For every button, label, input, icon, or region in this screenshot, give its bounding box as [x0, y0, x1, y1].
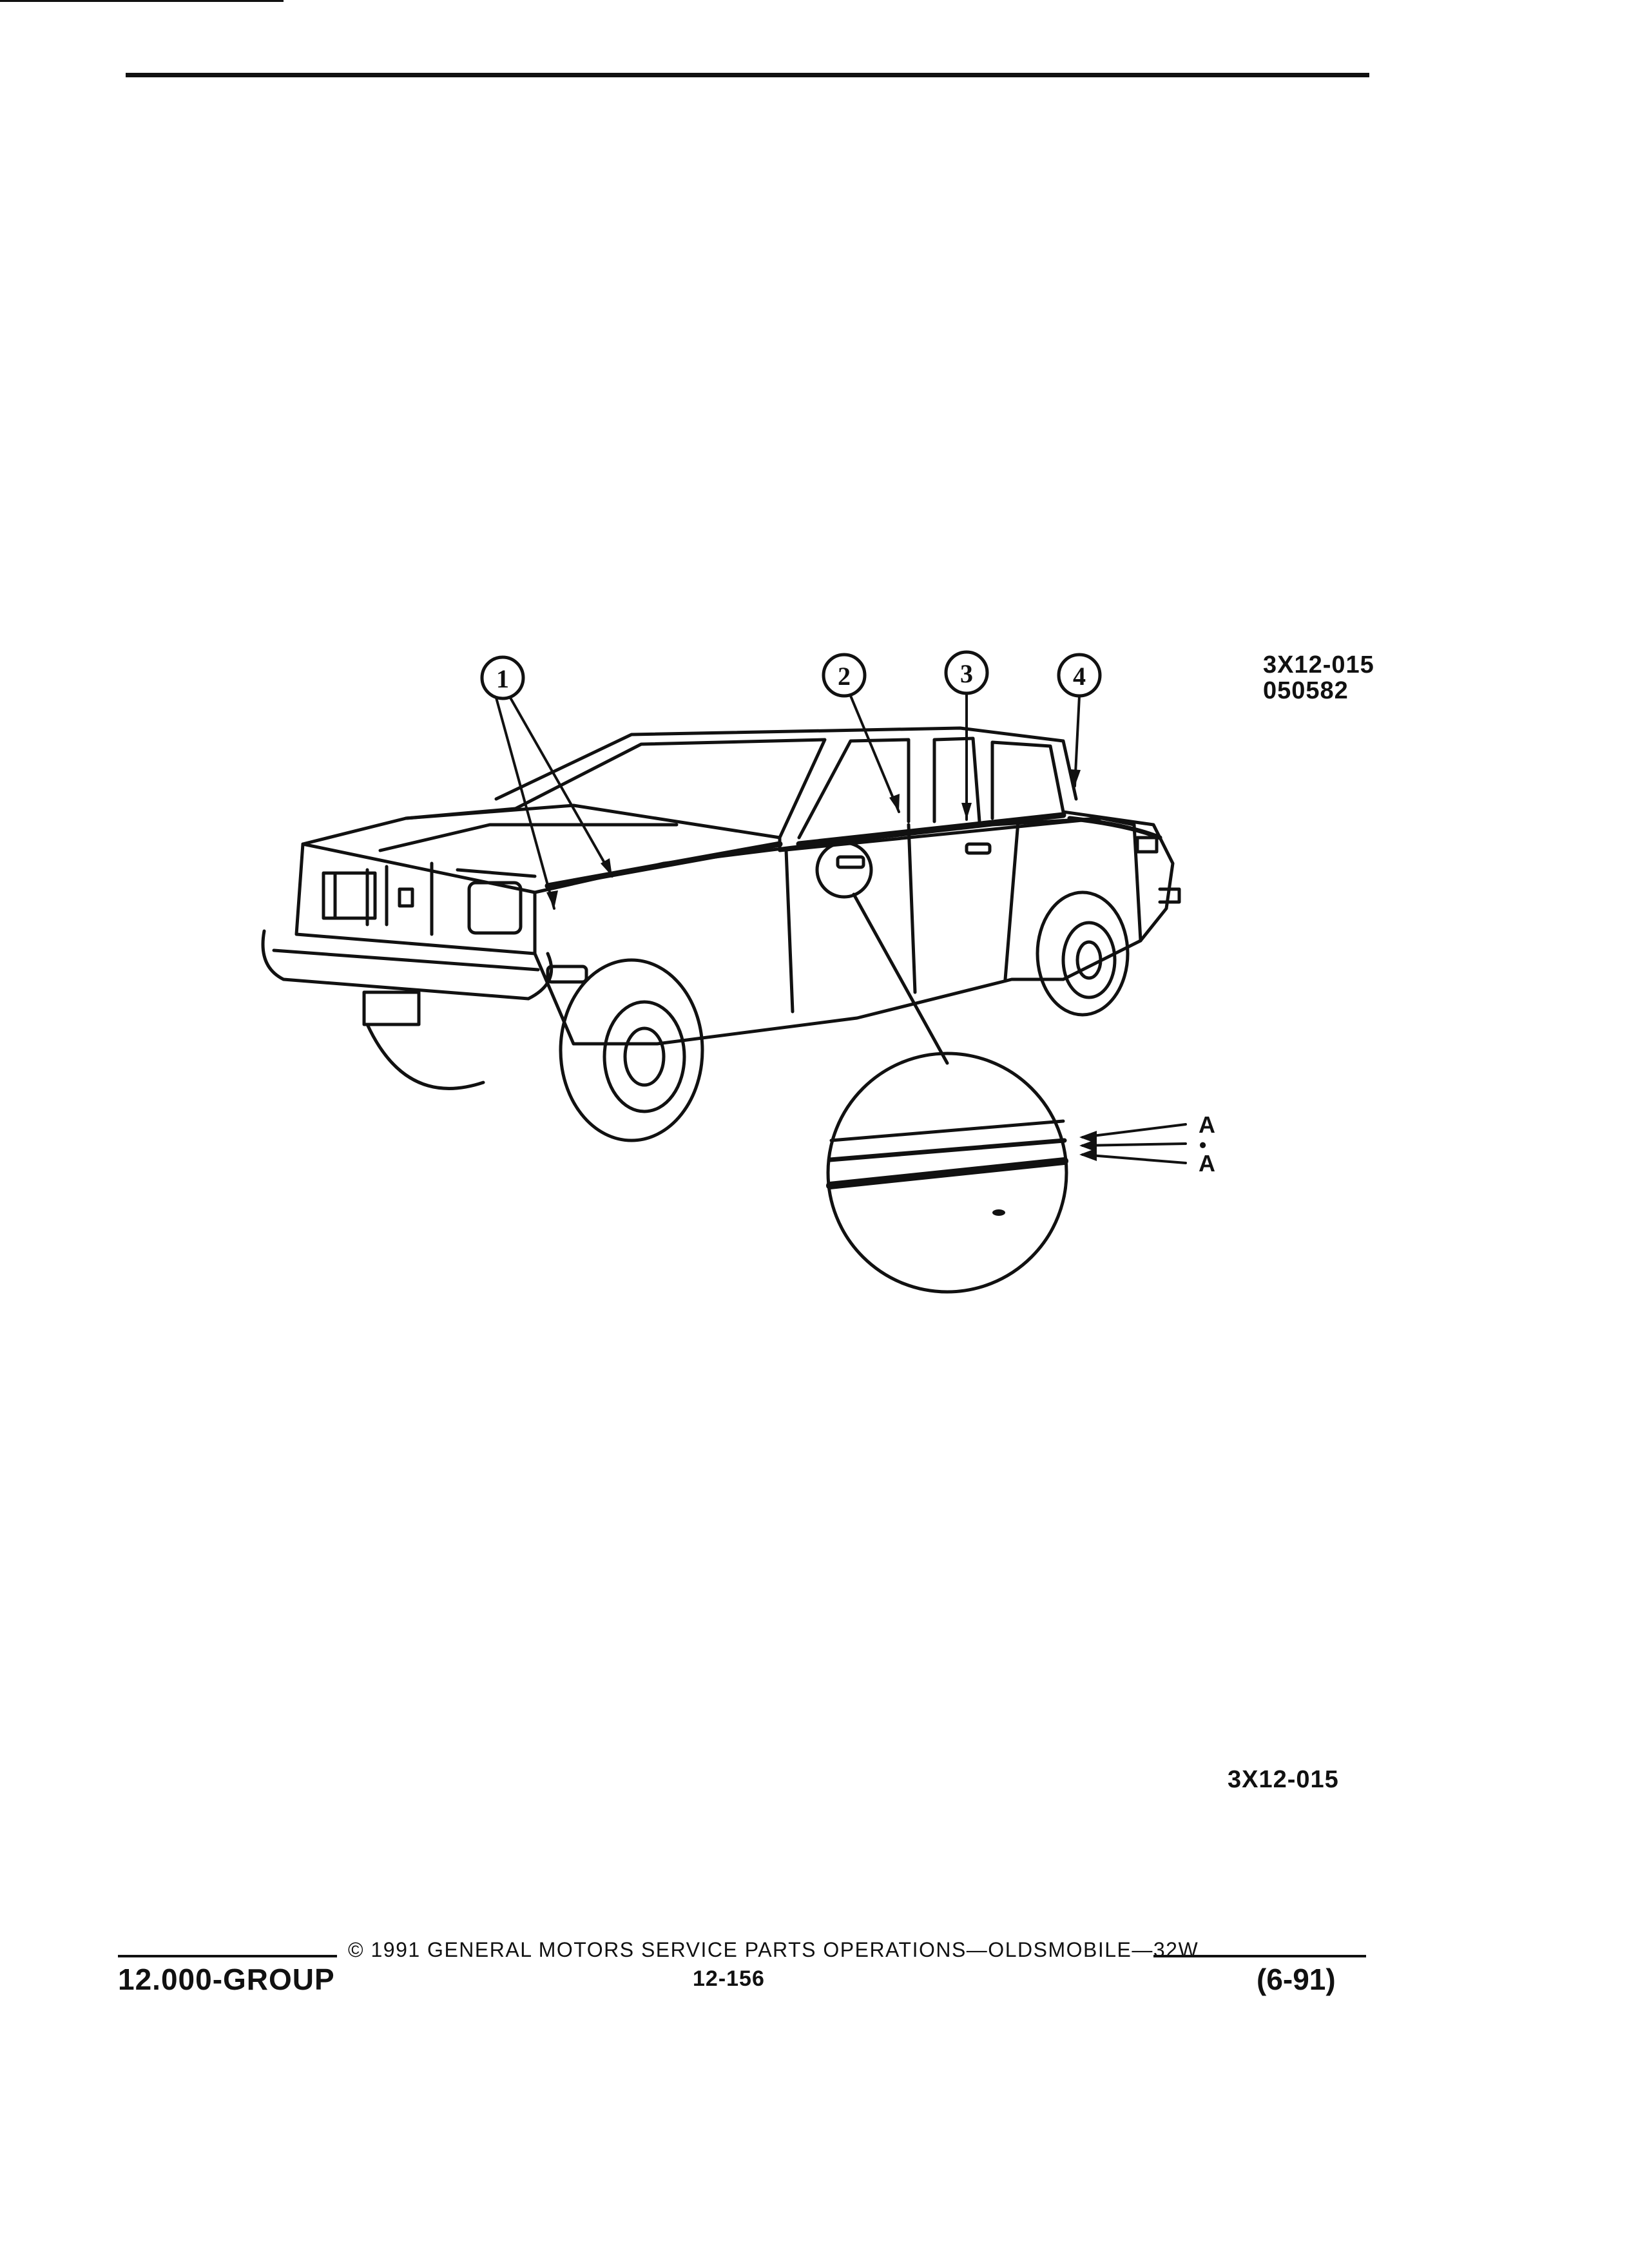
footer-page-number: 12-156 [693, 1966, 765, 1991]
callout-1: 1 [480, 655, 525, 700]
figure-bottom-label: 3X12-015 [1228, 1766, 1339, 1793]
callout-3-label: 3 [960, 659, 973, 688]
figure-id-line1: 3X12-015 [1263, 651, 1374, 678]
car-molding-illustration: 1 2 3 4 [261, 650, 1215, 1294]
footer-rule-right [1153, 1955, 1366, 1957]
detail-label-a-bottom: A [1199, 1150, 1215, 1177]
callout-4-label: 4 [1073, 662, 1086, 691]
detail-label-dot: • [1199, 1133, 1206, 1157]
footer-group: 12.000-GROUP [118, 1963, 335, 1996]
callout-2-label: 2 [838, 662, 851, 691]
callout-2: 2 [822, 653, 867, 698]
footer-rule-left [118, 1955, 337, 1957]
detail-label-a-top: A [1199, 1111, 1215, 1138]
callout-4: 4 [1057, 653, 1102, 698]
callout-3: 3 [944, 650, 989, 695]
figure-id-line2: 050582 [1263, 677, 1349, 704]
footer-copyright: © 1991 GENERAL MOTORS SERVICE PARTS OPER… [348, 1938, 1199, 1961]
callout-1-label: 1 [496, 664, 509, 693]
leader-arrowheads [546, 769, 1081, 908]
figure-id: 3X12-015 050582 [1263, 652, 1374, 704]
top-corner-rule [0, 0, 284, 2]
footer-date: (6-91) [1257, 1963, 1336, 1996]
header-rule [126, 73, 1369, 77]
car-body [261, 726, 1181, 1142]
detail-view: A • A [815, 841, 1215, 1294]
